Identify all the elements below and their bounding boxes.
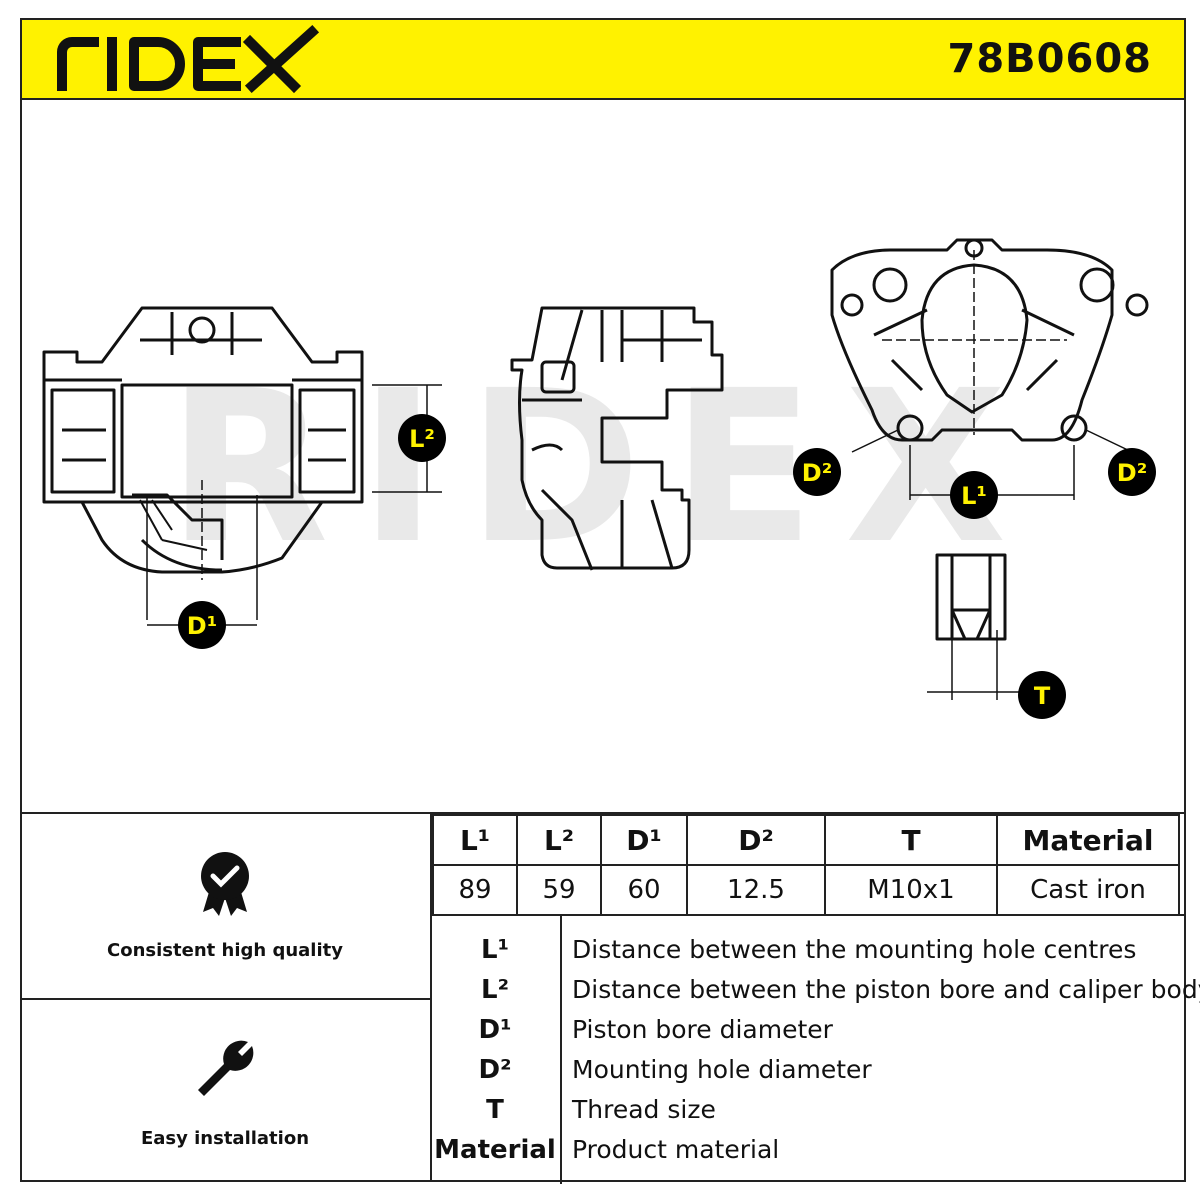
features-panel: Consistent high quality Easy installatio… [20,814,432,1182]
spec-header-D2: D² [686,814,826,866]
legend-symbol: D¹ [478,1015,512,1045]
spec-value-D2: 12.5 [686,864,826,916]
spec-header-material: Material [996,814,1180,866]
svg-text:D¹: D¹ [187,612,217,640]
label-D2-left: D² [793,448,841,496]
part-number: 78B0608 [947,36,1152,82]
legend-description: Distance between the piston bore and cal… [572,975,1200,1004]
label-T: T [1018,671,1066,719]
spec-table: L¹ L² D¹ D² T Material 89 59 60 12.5 M10… [432,814,1180,916]
legend-description: Distance between the mounting hole centr… [572,935,1137,964]
legend-row: Material Product material [432,1130,1186,1170]
label-L1: L¹ [950,471,998,519]
info-section: Consistent high quality Easy installatio… [20,812,1200,1184]
legend-row: D¹ Piston bore diameter [432,1010,1186,1050]
spec-value-L2: 59 [516,864,602,916]
caliper-diagram: RIDEX [42,238,1156,719]
wrench-icon [198,1040,254,1096]
spec-value-T: M10x1 [824,864,998,916]
svg-text:L²: L² [409,425,435,453]
spec-header-L1: L¹ [432,814,518,866]
ridex-watermark: RIDEX [167,345,1037,590]
spec-header-T: T [824,814,998,866]
caliper-side-view [510,306,724,571]
label-D2-right: D² [1108,448,1156,496]
legend-panel: L¹ Distance between the mounting hole ce… [432,914,1200,1184]
ridex-logo [57,24,320,94]
svg-text:D²: D² [802,459,832,487]
thread-section-view [927,553,1022,700]
spec-table-panel: L¹ L² D¹ D² T Material 89 59 60 12.5 M10… [432,814,1186,916]
legend-symbol: Material [434,1135,556,1165]
legend-divider [560,916,562,1184]
spec-value-D1: 60 [600,864,688,916]
legend-description: Thread size [572,1095,716,1124]
quality-badge-icon [201,852,249,916]
legend-row: D² Mounting hole diameter [432,1050,1186,1090]
spec-table-header-row: L¹ L² D¹ D² T Material [432,814,1180,866]
legend-symbol: D² [478,1055,512,1085]
label-L2: L² [398,414,446,462]
legend-symbol: T [486,1095,504,1125]
spec-table-value-row: 89 59 60 12.5 M10x1 Cast iron [432,864,1180,916]
caliper-front-view [42,306,442,626]
spec-header-L2: L² [516,814,602,866]
legend-description: Piston bore diameter [572,1015,833,1044]
svg-text:T: T [1034,682,1051,710]
spec-header-D1: D¹ [600,814,688,866]
feature-quality-label: Consistent high quality [107,940,343,961]
legend-symbol: L¹ [481,935,509,965]
legend-row: T Thread size [432,1090,1186,1130]
legend-symbol: L² [481,975,509,1005]
legend-description: Product material [572,1135,780,1164]
legend-row: L¹ Distance between the mounting hole ce… [432,930,1186,970]
header-bar: 78B0608 [20,18,1186,100]
svg-text:L¹: L¹ [961,482,987,510]
spec-value-L1: 89 [432,864,518,916]
label-D1: D¹ [178,601,226,649]
feature-installation: Easy installation [20,1000,430,1182]
feature-installation-label: Easy installation [140,1128,310,1149]
caliper-rear-view [830,238,1149,500]
spec-value-material: Cast iron [996,864,1180,916]
svg-text:D²: D² [1117,459,1147,487]
legend-description: Mounting hole diameter [572,1055,872,1084]
legend-row: L² Distance between the piston bore and … [432,970,1200,1010]
feature-quality: Consistent high quality [20,814,430,1000]
